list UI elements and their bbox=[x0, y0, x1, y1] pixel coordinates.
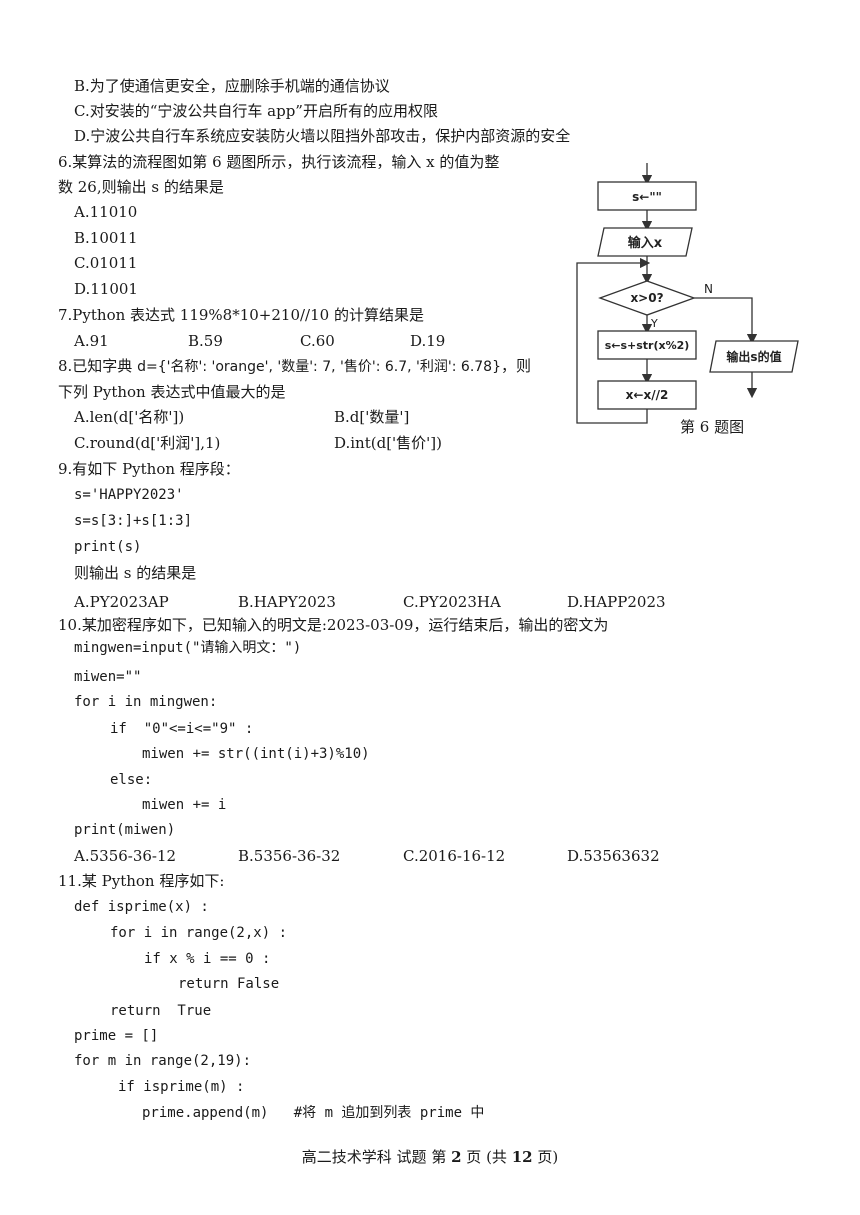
q7-option-c: C.60 bbox=[300, 332, 335, 350]
q11-code-line: for i in range(2,x) : bbox=[110, 925, 288, 941]
q7-stem: 7.Python 表达式 119%8*10+210//10 的计算结果是 bbox=[58, 306, 424, 324]
q9-code-line: print(s) bbox=[74, 539, 142, 555]
q10-code-line: mingwen=input("请输入明文：") bbox=[74, 640, 302, 656]
footer-page-number: 2 bbox=[451, 1148, 462, 1166]
flow-no-label: N bbox=[704, 282, 713, 296]
q9-ask: 则输出 s 的结果是 bbox=[74, 564, 197, 582]
q10-code-line: print(miwen) bbox=[74, 822, 176, 838]
q9-option-d: D.HAPP2023 bbox=[567, 593, 666, 611]
q6-option-d: D.11001 bbox=[74, 280, 138, 298]
q5-option-b: B.为了使通信更安全，应删除手机端的通信协议 bbox=[74, 77, 390, 95]
footer-suffix: 页) bbox=[532, 1148, 559, 1166]
q10-option-d: D.53563632 bbox=[567, 847, 660, 865]
flow-init-text: s←"" bbox=[632, 190, 662, 204]
q10-option-b: B.5356-36-32 bbox=[238, 847, 341, 865]
q8-dict-literal: d={'名称': 'orange', '数量': 7, '售价': 6.7, '… bbox=[137, 359, 501, 375]
flow-step1-text: s←s+str(x%2) bbox=[605, 339, 690, 352]
flow-yes-label: Y bbox=[650, 317, 658, 330]
footer-prefix: 高二技术学科 试题 第 bbox=[301, 1148, 452, 1166]
page-footer: 高二技术学科 试题 第 2 页 (共 12 页) bbox=[0, 1146, 860, 1167]
q8-stem-line2: 下列 Python 表达式中值最大的是 bbox=[58, 383, 286, 401]
q10-stem: 10.某加密程序如下，已知输入的明文是:2023-03-09，运行结束后，输出的… bbox=[58, 616, 609, 634]
q10-code-line: miwen="" bbox=[74, 669, 142, 685]
footer-total-pages: 12 bbox=[511, 1148, 533, 1166]
q9-option-c: C.PY2023HA bbox=[403, 593, 501, 611]
q10-code-line: else: bbox=[110, 772, 153, 788]
q6-flowchart: s←"" 输入x x>0? Y N s←s+str(x%2) x←x//2 输出… bbox=[576, 163, 799, 424]
q10-code-line: if "0"<=i<="9" : bbox=[110, 721, 254, 737]
q10-code-line: for i in mingwen: bbox=[74, 694, 218, 710]
q6-stem-line1: 6.某算法的流程图如第 6 题图所示，执行该流程，输入 x 的值为整 bbox=[58, 153, 500, 171]
q11-code-line: def isprime(x) : bbox=[74, 899, 209, 915]
flow-condition-text: x>0? bbox=[630, 291, 663, 305]
q8-option-b: B.d['数量'] bbox=[334, 408, 410, 426]
q7-option-d: D.19 bbox=[410, 332, 446, 350]
q8-option-c: C.round(d['利润'],1) bbox=[74, 434, 221, 452]
footer-middle: 页 (共 bbox=[461, 1148, 512, 1166]
q10-code-line: miwen += str((int(i)+3)%10) bbox=[142, 746, 370, 762]
q6-option-a: A.11010 bbox=[74, 203, 138, 221]
q10-code-line: miwen += i bbox=[142, 797, 227, 813]
q8-stem-suffix: ，则 bbox=[501, 357, 532, 375]
flow-step2-text: x←x//2 bbox=[626, 388, 669, 402]
q6-stem-line2: 数 26,则输出 s 的结果是 bbox=[58, 178, 224, 196]
q11-code-line: prime = [] bbox=[74, 1028, 159, 1044]
q5-option-d: D.宁波公共自行车系统应安装防火墙以阻挡外部攻击，保护内部资源的安全 bbox=[74, 127, 571, 145]
q5-option-c: C.对安装的“宁波公共自行车 app”开启所有的应用权限 bbox=[74, 102, 438, 120]
q8-stem-prefix: 8.已知字典 bbox=[58, 357, 138, 375]
q11-code-line: return False bbox=[178, 976, 280, 992]
q11-code-line: for m in range(2,19): bbox=[74, 1053, 252, 1069]
figure-caption: 第 6 题图 bbox=[680, 418, 745, 436]
q8-stem-line1: 8.已知字典 d={'名称': 'orange', '数量': 7, '售价':… bbox=[58, 356, 531, 377]
q9-code-line: s=s[3:]+s[1:3] bbox=[74, 513, 193, 529]
q6-option-c: C.01011 bbox=[74, 254, 138, 272]
q8-option-d: D.int(d['售价']) bbox=[334, 434, 443, 452]
q10-option-c: C.2016-16-12 bbox=[403, 847, 506, 865]
q7-option-a: A.91 bbox=[74, 332, 109, 350]
q11-code-line: return True bbox=[110, 1003, 212, 1019]
flow-output-text: 输出s的值 bbox=[726, 349, 781, 364]
q11-code-line: if x % i == 0 : bbox=[144, 951, 271, 967]
q8-option-a: A.len(d['名称']) bbox=[74, 408, 185, 426]
q6-option-b: B.10011 bbox=[74, 229, 138, 247]
flow-output-box bbox=[709, 340, 799, 373]
q11-code-line: prime.append(m) #将 m 追加到列表 prime 中 bbox=[142, 1105, 485, 1121]
q9-code-line: s='HAPPY2023' bbox=[74, 487, 184, 503]
flow-input-box bbox=[597, 227, 693, 257]
q7-option-b: B.59 bbox=[188, 332, 223, 350]
q10-option-a: A.5356-36-12 bbox=[74, 847, 177, 865]
flow-step1-box bbox=[597, 330, 697, 360]
q11-stem: 11.某 Python 程序如下: bbox=[58, 872, 225, 890]
q9-stem: 9.有如下 Python 程序段： bbox=[58, 460, 240, 478]
q9-option-a: A.PY2023AP bbox=[74, 593, 169, 611]
q11-code-line: if isprime(m) : bbox=[118, 1079, 245, 1095]
q9-option-b: B.HAPY2023 bbox=[238, 593, 336, 611]
flow-input-text: 输入x bbox=[628, 235, 663, 251]
